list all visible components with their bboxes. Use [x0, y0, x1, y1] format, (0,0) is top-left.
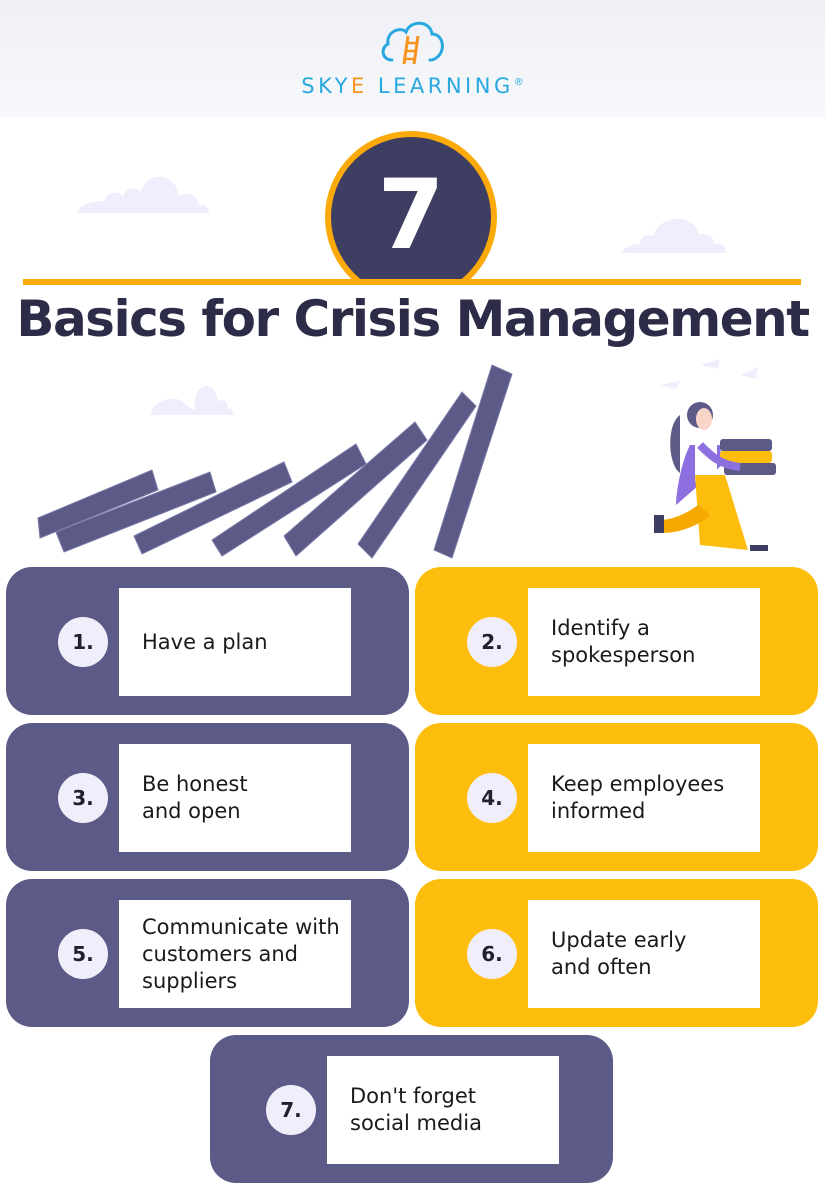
tip-card-3: 3. Be honest and open: [6, 723, 409, 871]
tip-number-badge: 5.: [58, 929, 108, 979]
cloud-ladder-logo-icon: [381, 21, 444, 65]
tip-text: Update early and often: [551, 928, 687, 979]
tip-number-badge: 1.: [58, 617, 108, 667]
divider-mask: [300, 285, 525, 325]
tip-text: Communicate with customers and suppliers: [142, 914, 340, 993]
cloud-icon: [150, 386, 234, 415]
tip-card-7: 7. Don't forget social media: [210, 1035, 613, 1183]
tip-text: Keep employees informed: [551, 772, 725, 823]
tip-number-badge: 6.: [467, 929, 517, 979]
accent-divider: [23, 279, 801, 285]
falling-dominoes-illustration: [37, 364, 513, 559]
tip-text-box: Communicate with customers and suppliers: [119, 900, 351, 1008]
brand-wordmark: SKYE LEARNING®: [301, 74, 524, 98]
page-title: Basics for Crisis Management: [16, 290, 810, 348]
tip-text: Don't forget social media: [350, 1084, 482, 1135]
tip-card-5: 5. Communicate with customers and suppli…: [6, 879, 409, 1027]
tip-text: Identify a spokesperson: [551, 616, 696, 667]
tip-number-badge: 2.: [467, 617, 517, 667]
tip-text-box: Don't forget social media: [327, 1056, 559, 1164]
hero-number: 7: [377, 159, 445, 271]
cloud-icon: [620, 218, 726, 253]
cloud-icon: [77, 176, 209, 213]
header-banner: SKYE LEARNING®: [0, 0, 825, 117]
tip-text-box: Keep employees informed: [528, 744, 760, 852]
tip-text: Be honest and open: [142, 772, 248, 823]
tip-text: Have a plan: [142, 629, 268, 654]
tip-card-4: 4. Keep employees informed: [415, 723, 818, 871]
tip-card-2: 2. Identify a spokesperson: [415, 567, 818, 715]
tip-number-badge: 4.: [467, 773, 517, 823]
tip-card-6: 6. Update early and often: [415, 879, 818, 1027]
hero-number-circle: 7: [325, 131, 497, 303]
tip-number-badge: 3.: [58, 773, 108, 823]
tip-text-box: Be honest and open: [119, 744, 351, 852]
tip-text-box: Identify a spokesperson: [528, 588, 760, 696]
woman-carrying-binders-illustration: [654, 359, 776, 551]
tip-number-badge: 7.: [266, 1085, 316, 1135]
tip-text-box: Update early and often: [528, 900, 760, 1008]
tip-card-1: 1. Have a plan: [6, 567, 409, 715]
tip-text-box: Have a plan: [119, 588, 351, 696]
